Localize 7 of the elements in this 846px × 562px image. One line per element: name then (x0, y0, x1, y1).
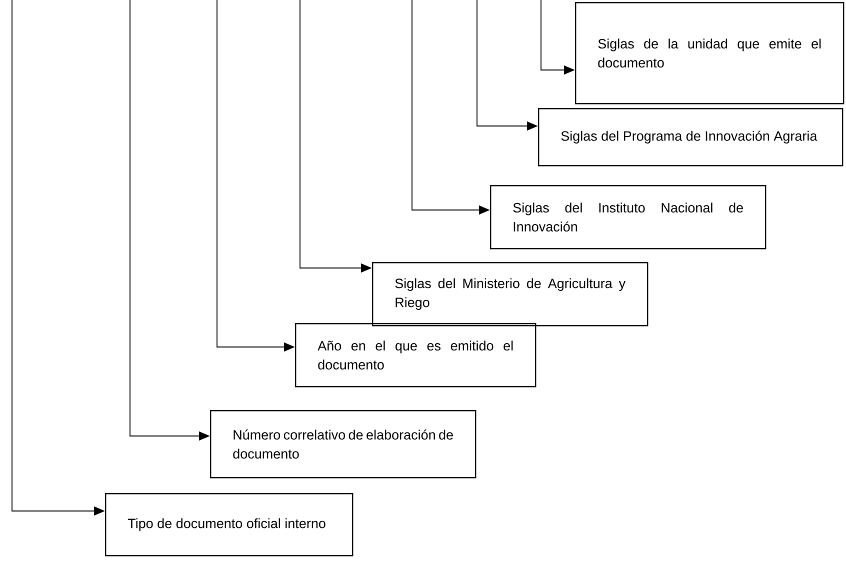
text-box: Año en el que es emitido el documento (295, 323, 536, 388)
text-box: Número correlativo de elaboración de documento (210, 410, 476, 478)
text-box: Siglas de la unidad que emite el documento (575, 2, 844, 104)
text-box: Tipo de documento oficial interno (105, 492, 354, 556)
text-box: Siglas del Instituto Nacional de Innovación (490, 185, 766, 250)
text-box: Siglas del Ministerio de Agricultura y Riego (372, 262, 648, 326)
text-box: Siglas del Programa de Innovación Agraria (538, 108, 844, 166)
